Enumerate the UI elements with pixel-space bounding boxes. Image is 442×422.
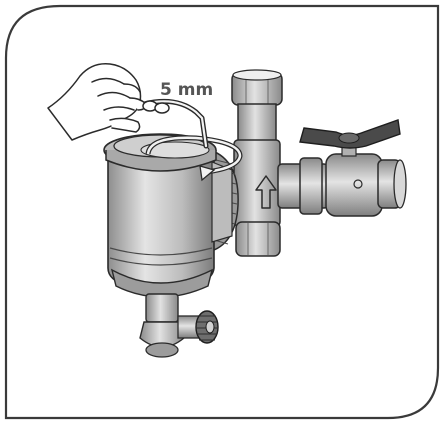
drain-valve [139, 293, 219, 358]
filter-body [103, 133, 239, 298]
hand-icon [47, 63, 170, 141]
rotation-arrow [145, 135, 243, 182]
measurement-label: 5 mm [160, 80, 213, 100]
figure-frame [4, 4, 440, 420]
arrow-up-icon [255, 175, 277, 209]
valve-assembly [231, 69, 407, 257]
